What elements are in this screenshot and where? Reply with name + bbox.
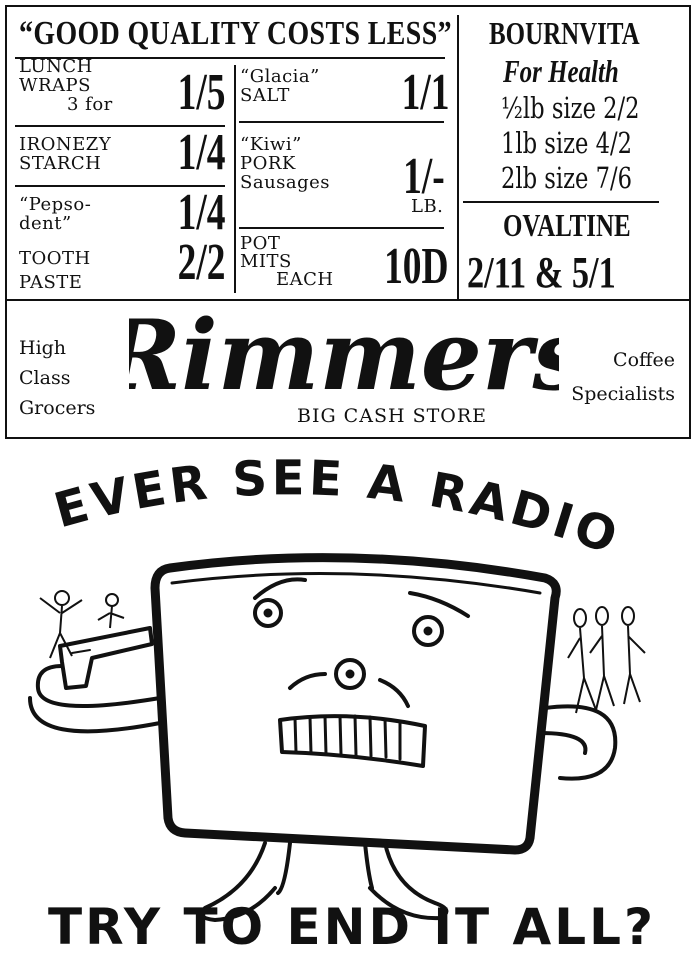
rimmers-logo-text: Rimmers xyxy=(129,299,559,412)
slogan: “GOOD QUALITY COSTS LESS” xyxy=(19,15,452,52)
lunch-wraps-name: LUNCH WRAPS 3 for xyxy=(19,56,113,115)
ovaltine-prices: 2/11 & 5/1 xyxy=(467,248,616,297)
lunch-wraps-price: 1/5 xyxy=(177,64,225,121)
kiwi-unit: LB. xyxy=(411,196,444,217)
ironezy-name: IRONEZY STARCH xyxy=(19,134,112,174)
row-divider-2 xyxy=(15,185,225,187)
glacia-name: “Glacia” SALT xyxy=(240,66,320,106)
cartoon-footer: TRY TO END IT ALL? xyxy=(48,898,656,956)
kiwi-price: 1/- xyxy=(403,148,445,205)
pepsodent-name: “Pepso- dent” xyxy=(19,194,92,234)
bournvita-size-two: 2lb size 7/6 xyxy=(501,161,633,195)
row-divider-mid-1 xyxy=(239,121,444,123)
radio-cartoon: EVER SEE A RADIO xyxy=(0,448,700,961)
pepsodent-price: 1/4 xyxy=(177,184,225,241)
bournvita-title: BOURNVITA xyxy=(489,15,640,51)
store-right-lines: Coffee Specialists xyxy=(571,349,675,405)
pot-mits-price: 10D xyxy=(384,238,449,295)
row-divider-1 xyxy=(15,125,225,127)
rimmers-advertisement: “GOOD QUALITY COSTS LESS” LUNCH WRAPS 3 … xyxy=(5,5,691,439)
pot-mits-name: POT MITS EACH xyxy=(240,233,334,290)
footer-divider xyxy=(7,299,689,301)
scared-figures-right xyxy=(567,606,646,714)
store-left-lines: High Class Grocers xyxy=(19,337,96,419)
bournvita-sizes: ½lb size 2/2 1lb size 4/2 2lb size 7/6 xyxy=(501,91,640,196)
cartoon-headline: EVER SEE A RADIO xyxy=(48,450,627,566)
ironezy-price: 1/4 xyxy=(177,124,225,181)
column-divider-middle xyxy=(234,65,236,293)
ovaltine-title: OVALTINE xyxy=(503,207,631,243)
tooth-paste-price: 2/2 xyxy=(177,234,225,291)
bournvita-tagline: For Health xyxy=(503,53,619,89)
tooth-paste-name: TOOTH PASTE xyxy=(19,248,91,293)
row-divider-right xyxy=(463,201,659,203)
row-divider-mid-2 xyxy=(239,227,444,229)
glacia-price: 1/1 xyxy=(401,64,449,121)
bournvita-size-half: ½lb size 2/2 xyxy=(501,91,640,125)
kiwi-name: “Kiwi” PORK Sausages xyxy=(240,134,331,193)
rimmers-logo: Rimmers xyxy=(98,293,586,413)
slogan-underline xyxy=(15,57,445,59)
column-divider-right xyxy=(457,15,459,301)
scared-figures-left xyxy=(39,590,125,659)
radio-character xyxy=(28,553,618,922)
bournvita-size-one: 1lb size 4/2 xyxy=(501,126,633,160)
store-subtitle: BIG CASH STORE xyxy=(297,405,488,427)
